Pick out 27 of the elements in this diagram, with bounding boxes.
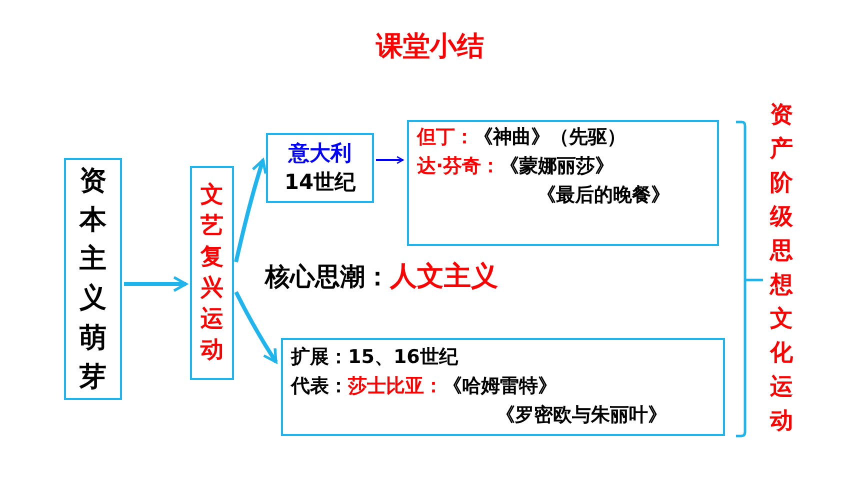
work-title: 《罗密欧与朱丽叶》 [496,404,667,426]
process-box [407,120,719,246]
core-idea-label: 核心思潮： [265,262,390,291]
work-title: 《哈姆雷特》 [443,375,557,397]
process-box [64,158,122,400]
arrow [124,276,188,292]
process-box [190,166,234,380]
representative-label: 代表： [291,375,348,397]
author-name: 莎士比亚： [348,375,443,397]
box-text: 文艺复兴运动 [200,180,224,366]
vertical-text: 资产阶级思想文化运动 [770,101,793,436]
box-text: 资本主义萌芽 [80,164,106,394]
work-title: 《最后的晚餐》 [537,184,670,206]
country-name: 意大利 [288,141,352,165]
core-idea-text: 人文主义 [390,261,498,292]
work-title: 《蒙娜丽莎》 [500,155,614,177]
work-title: 《神曲》（先驱） [474,126,626,148]
century-text: 14世纪 [284,170,356,194]
arrow [234,291,278,364]
artist-name: 但丁： [417,126,474,148]
artist-name: 达·芬奇： [417,155,500,177]
arrow [376,156,404,164]
title: 课堂小结 [374,30,485,64]
process-box [281,338,725,436]
process-box [266,133,374,203]
spread-text: 扩展：15、16世纪 [291,346,458,368]
arrow [234,158,268,262]
